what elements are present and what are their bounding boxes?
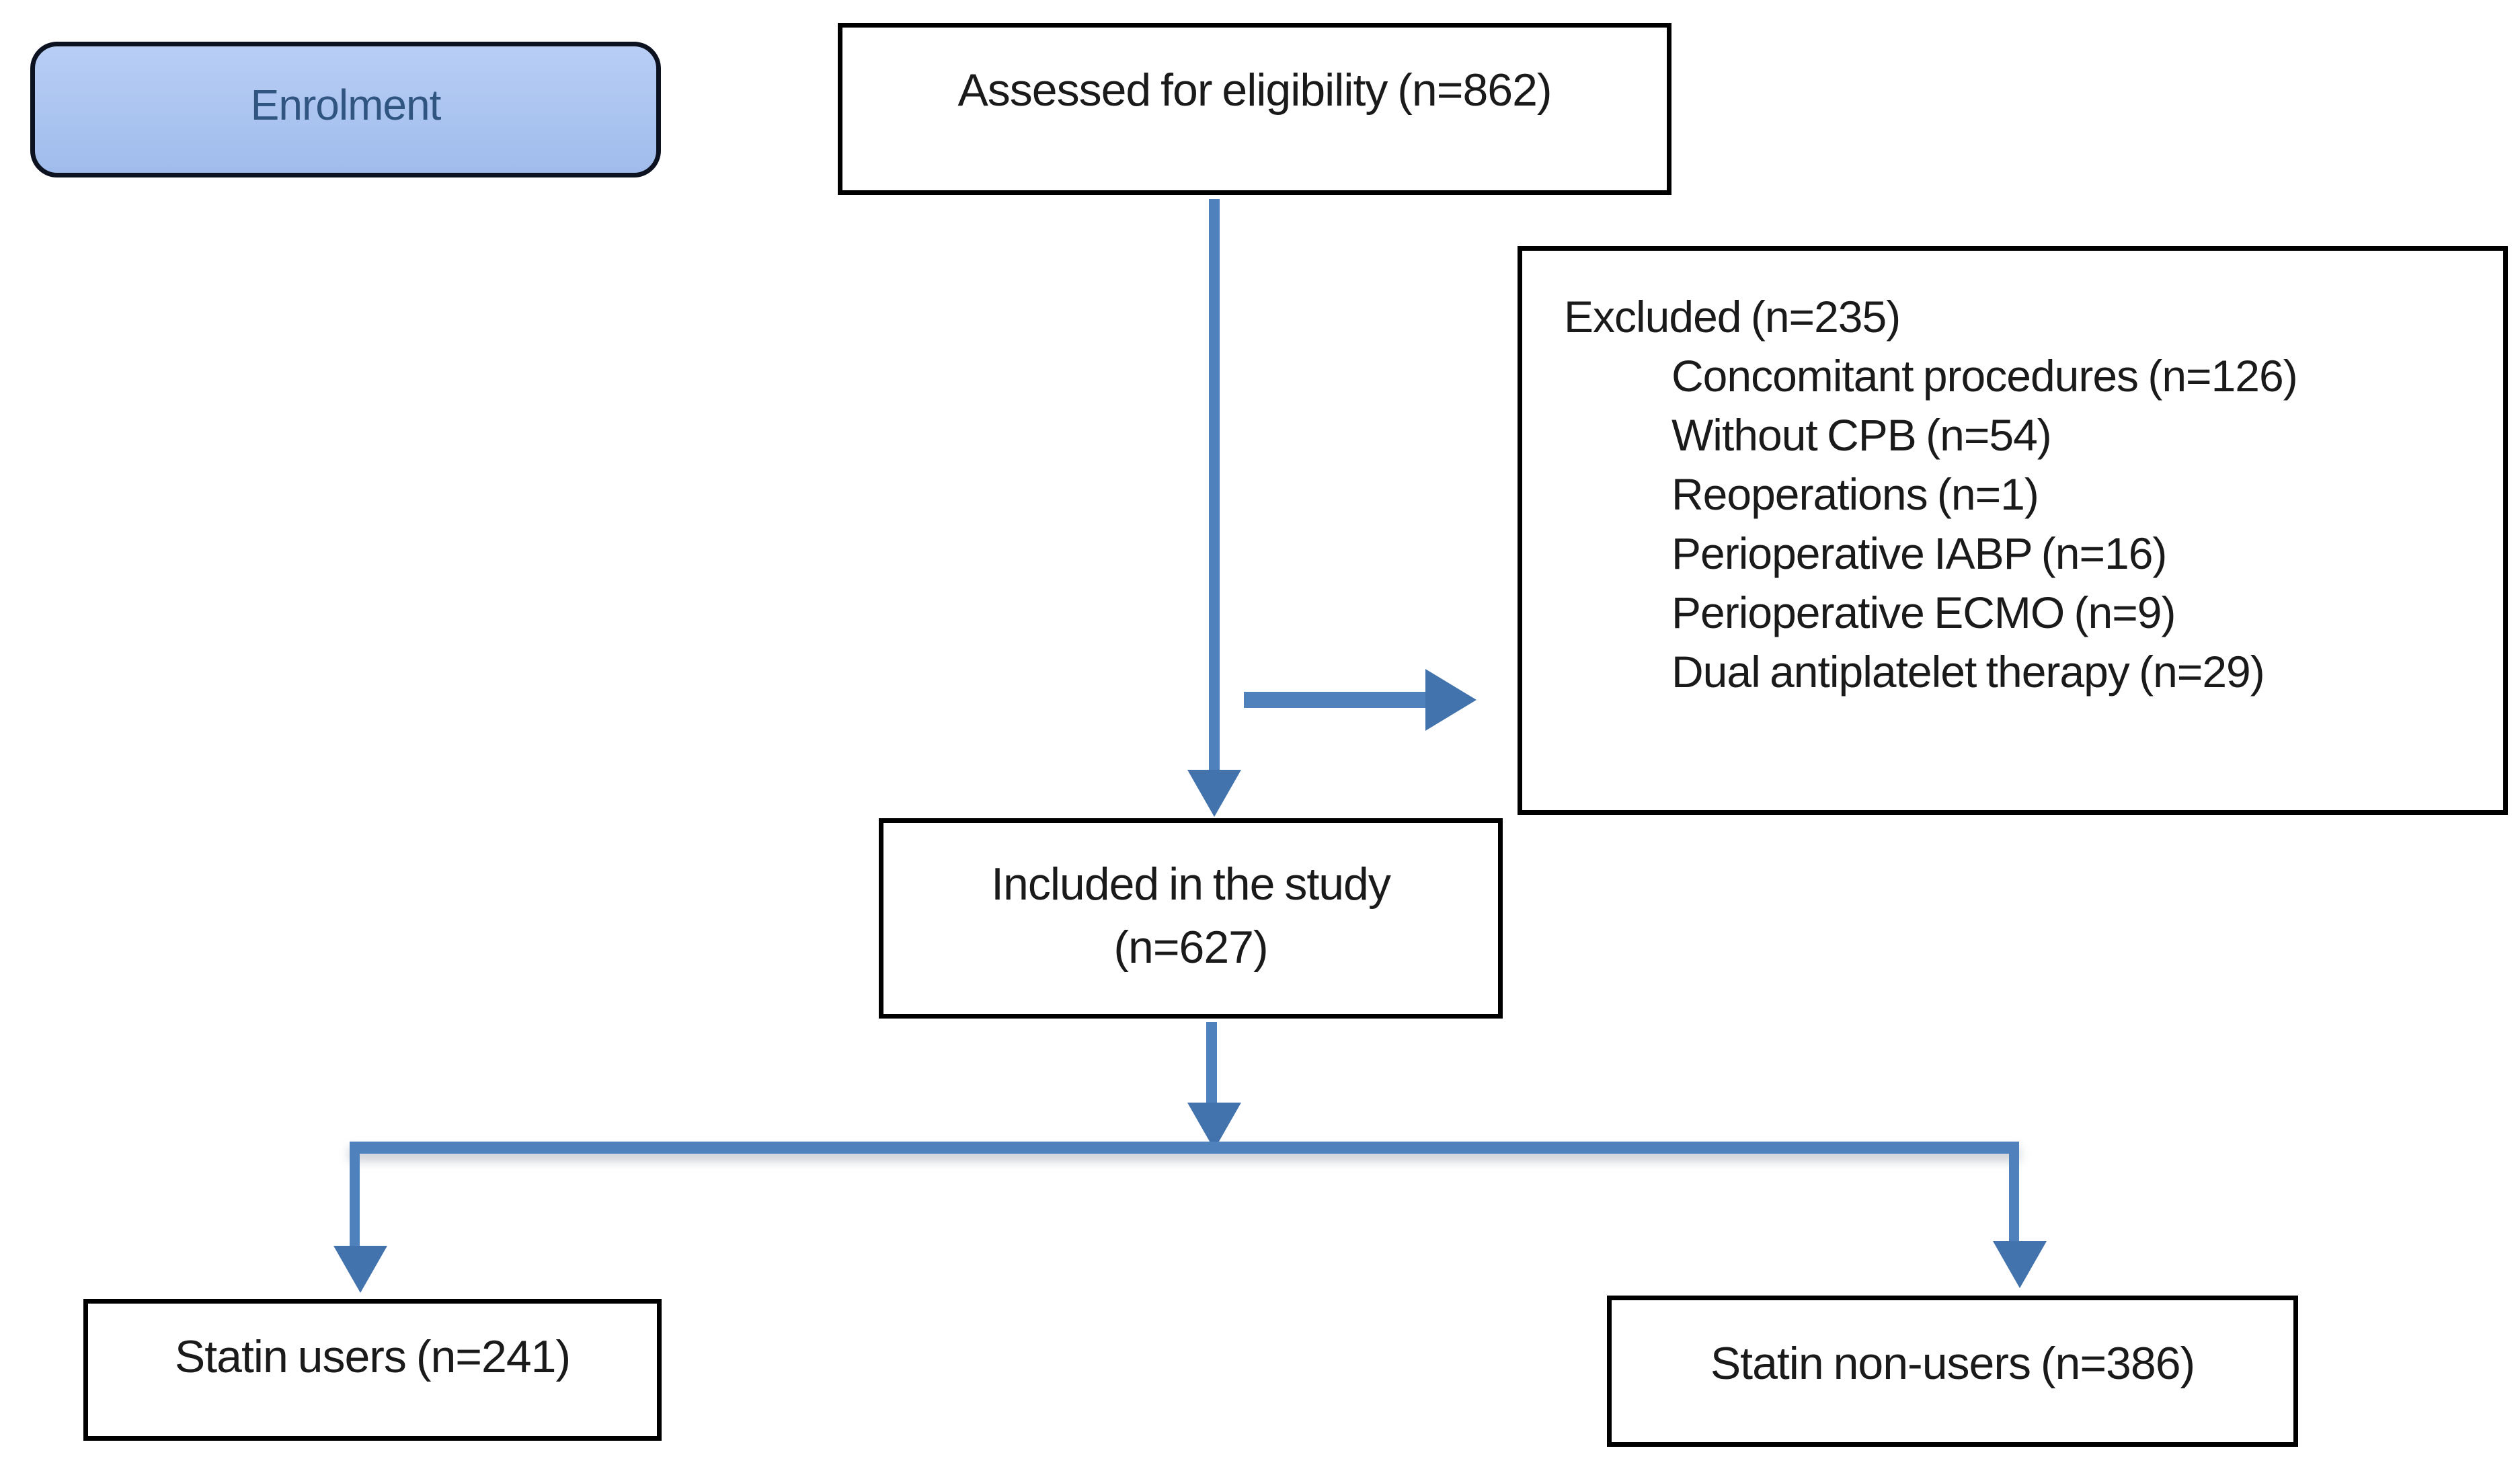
enrolment-stage-box: Enrolment xyxy=(30,42,661,177)
arrow-branch-to-statin-users-head xyxy=(333,1246,387,1293)
excluded-item: Perioperative ECMO (n=9) xyxy=(1671,588,2176,637)
statin-non-users-box: Statin non-users (n=386) xyxy=(1607,1296,2298,1447)
included-in-study-label-line2: (n=627) xyxy=(1113,922,1268,973)
excluded-item-list: Concomitant procedures (n=126) Without CP… xyxy=(1564,346,2483,701)
excluded-item: Without CPB (n=54) xyxy=(1671,410,2052,460)
arrow-to-excluded-shaft xyxy=(1244,692,1425,708)
arrow-branch-to-statin-users-shaft xyxy=(350,1142,360,1247)
statin-users-box: Statin users (n=241) xyxy=(83,1299,662,1441)
statin-users-label: Statin users (n=241) xyxy=(174,1331,571,1382)
excluded-item: Perioperative IABP (n=16) xyxy=(1671,528,2167,578)
excluded-item: Concomitant procedures (n=126) xyxy=(1671,351,2298,401)
assessed-for-eligibility-label: Assessed for eligibility (n=862) xyxy=(957,65,1552,116)
statin-non-users-label: Statin non-users (n=386) xyxy=(1710,1337,2195,1389)
arrow-included-to-branch-shaft xyxy=(1206,1022,1217,1104)
included-in-study-label-line1: Included in the study xyxy=(991,859,1391,910)
branch-connector-line xyxy=(350,1142,2019,1154)
assessed-for-eligibility-box: Assessed for eligibility (n=862) xyxy=(838,23,1671,195)
arrow-branch-to-statin-non-users-head xyxy=(1993,1241,2047,1288)
arrow-to-excluded-head xyxy=(1425,669,1476,731)
excluded-box: Excluded (n=235) Concomitant procedures … xyxy=(1518,246,2508,815)
excluded-title: Excluded (n=235) xyxy=(1564,292,1901,342)
excluded-item: Dual antiplatelet therapy (n=29) xyxy=(1671,647,2265,697)
enrolment-stage-label: Enrolment xyxy=(250,81,442,129)
arrow-branch-to-statin-non-users-shaft xyxy=(2009,1142,2019,1242)
arrow-assessed-to-included-head xyxy=(1187,770,1241,817)
excluded-item: Reoperations (n=1) xyxy=(1671,469,2039,519)
included-in-study-box: Included in the study (n=627) xyxy=(879,818,1503,1019)
arrow-assessed-to-included-shaft xyxy=(1209,199,1220,771)
